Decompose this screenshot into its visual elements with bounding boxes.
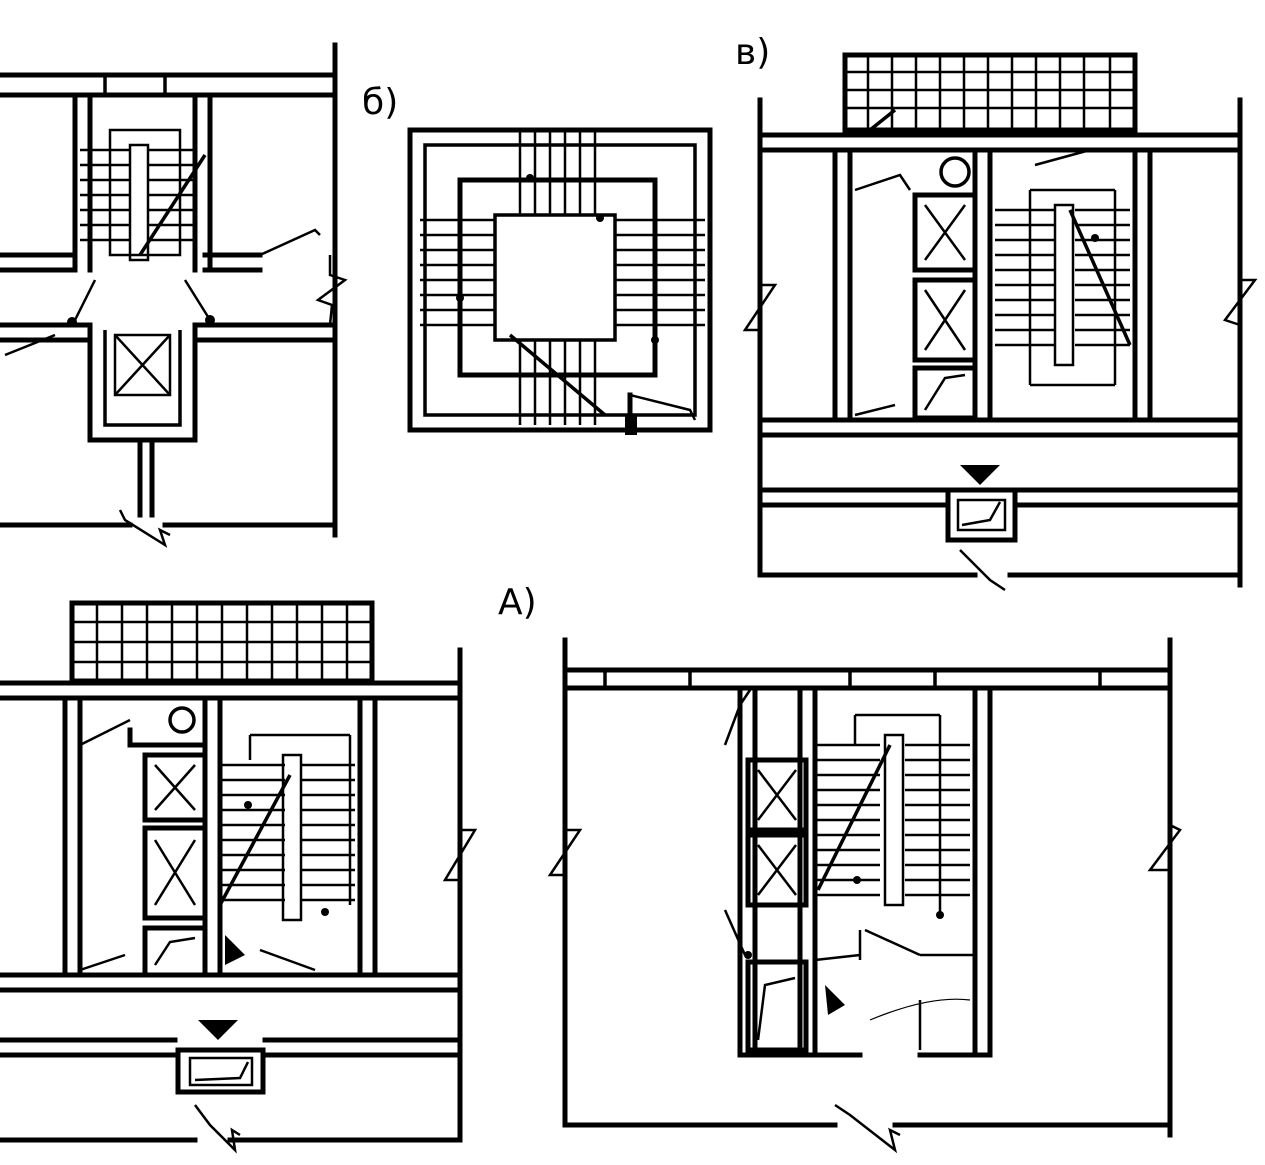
plan-top-left [0, 42, 348, 548]
label-b: б) [362, 82, 399, 123]
plan-a [547, 637, 1182, 1154]
balcony-grid [69, 600, 375, 684]
elevator-shaft [745, 757, 809, 1053]
trash-chute [945, 487, 1018, 543]
label-a: А) [498, 582, 537, 623]
plan-b [407, 127, 713, 435]
stair-flight [815, 713, 970, 915]
plan-v [742, 52, 1258, 592]
stair-flight [218, 733, 355, 922]
stair-flight [420, 130, 705, 425]
label-v: в) [735, 32, 771, 73]
elevator-shaft [142, 752, 208, 978]
stair-flight [80, 128, 207, 262]
elevator-shaft [87, 322, 198, 518]
balcony-grid [842, 52, 1138, 133]
stair-flight [995, 188, 1132, 387]
plan-bottom-left [0, 600, 478, 1154]
trash-chute [175, 1047, 266, 1095]
elevator-shaft [912, 192, 978, 421]
